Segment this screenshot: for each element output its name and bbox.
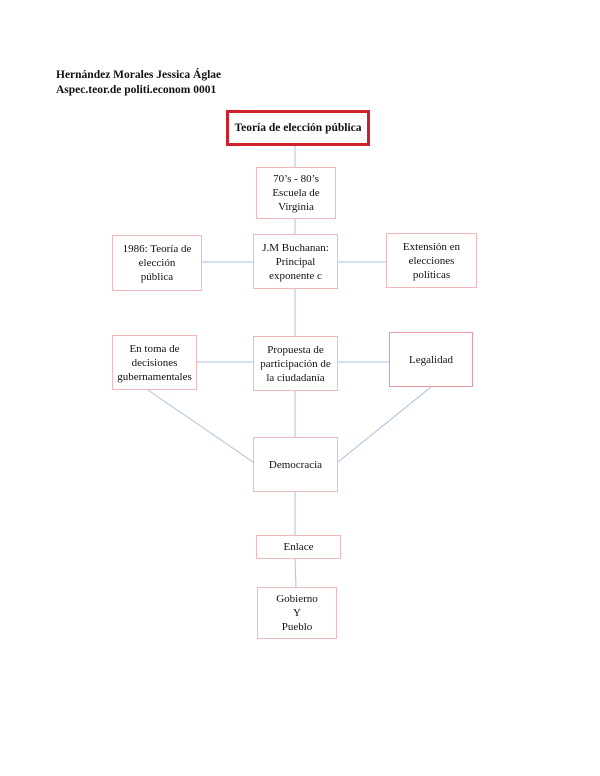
node-link: Enlace	[256, 535, 341, 559]
node-decisions: En toma de decisiones gubernamentales	[112, 335, 197, 390]
node-buchanan: J.M Buchanan: Principal exponente c	[253, 234, 338, 289]
node-proposal: Propuesta de participación de la ciudada…	[253, 336, 338, 391]
node-year: 1986: Teoría de elección pública	[112, 235, 202, 291]
connector	[147, 389, 254, 463]
title-node: Teoría de elección pública	[226, 110, 370, 146]
node-legality: Legalidad	[389, 332, 473, 387]
node-government: Gobierno Y Pueblo	[257, 587, 337, 639]
connector	[294, 558, 297, 588]
author-name: Hernández Morales Jessica Áglae	[56, 69, 222, 81]
node-extension: Extensión en elecciones políticas	[386, 233, 477, 288]
connector	[337, 386, 432, 463]
node-democracy: Democracia	[253, 437, 338, 492]
course-name: Aspec.teor.de politi.econom 0001	[56, 84, 217, 96]
node-era: 70’s - 80’s Escuela de Virginia	[256, 167, 336, 219]
